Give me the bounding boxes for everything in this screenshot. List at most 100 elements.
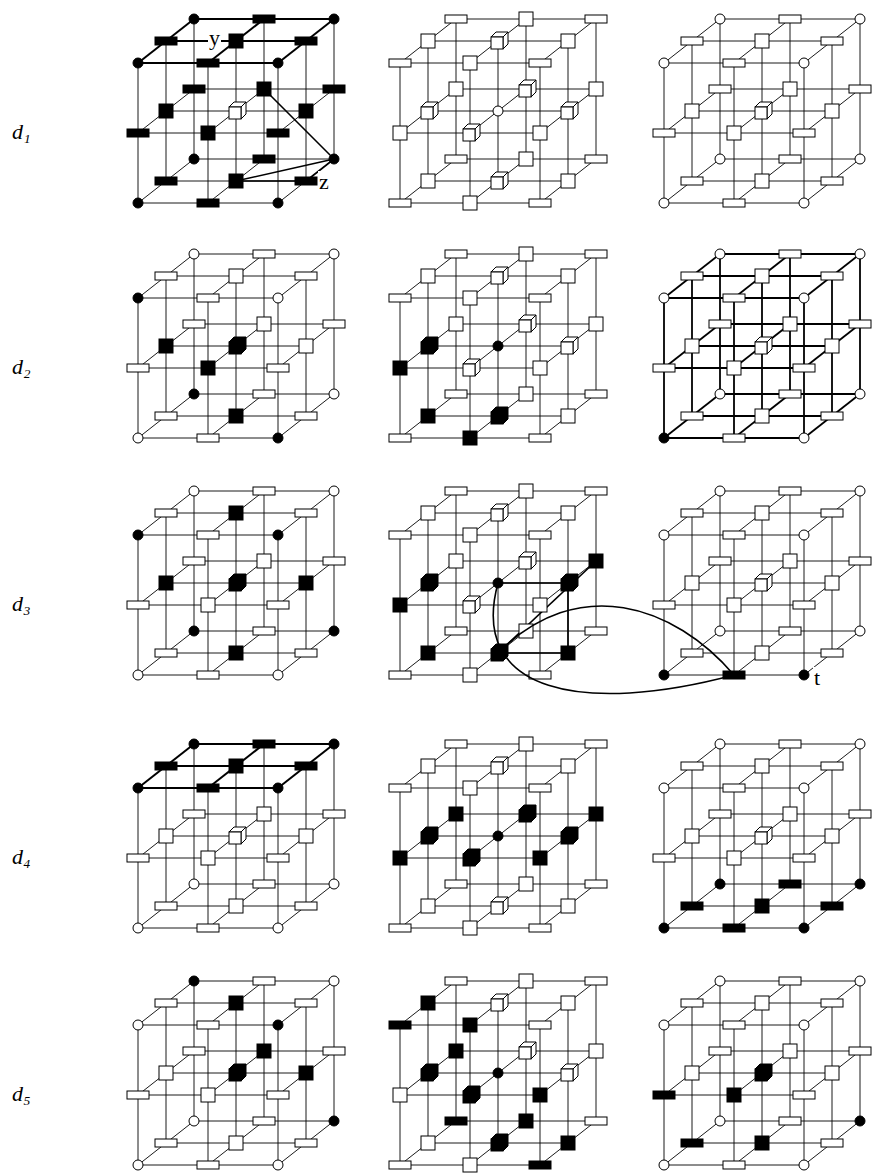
cube-cell-side bbox=[767, 102, 772, 119]
vertex-dot bbox=[855, 626, 865, 636]
cube-cell-side bbox=[475, 124, 480, 141]
cube-cell bbox=[561, 832, 573, 844]
edge-cell bbox=[821, 762, 843, 770]
edge-cell bbox=[709, 557, 731, 565]
edge-cell bbox=[445, 627, 467, 635]
lattice-line bbox=[804, 561, 860, 605]
cube-cell-side bbox=[503, 267, 508, 284]
edge-cell bbox=[295, 177, 317, 185]
lattice-line bbox=[540, 744, 596, 788]
lattice-line bbox=[804, 19, 860, 63]
lattice-line bbox=[734, 814, 790, 858]
face-cell bbox=[519, 974, 533, 988]
edge-cell bbox=[585, 155, 607, 163]
face-cell bbox=[755, 34, 769, 48]
face-cell bbox=[519, 877, 533, 891]
lattice-line bbox=[804, 89, 860, 133]
vertex-dot bbox=[715, 389, 725, 399]
edge-cell bbox=[779, 250, 801, 258]
edge-cell bbox=[197, 1021, 219, 1029]
edge-cell bbox=[389, 531, 411, 539]
face-cell bbox=[421, 1136, 435, 1150]
edge-cell bbox=[295, 649, 317, 657]
vertex-dot bbox=[189, 626, 199, 636]
point-label: z bbox=[318, 171, 330, 193]
edge-cell bbox=[155, 37, 177, 45]
edge-cell bbox=[445, 487, 467, 495]
edge-cell bbox=[197, 434, 219, 442]
face-cell bbox=[299, 339, 313, 353]
vertex-dot bbox=[189, 154, 199, 164]
edge-cell bbox=[849, 810, 871, 818]
face-cell bbox=[257, 807, 271, 821]
edge-cell bbox=[681, 509, 703, 517]
highlight-curve bbox=[493, 583, 734, 694]
vertex-dot bbox=[189, 14, 199, 24]
cube-cell bbox=[463, 854, 475, 866]
edge-cell bbox=[793, 601, 815, 609]
vertex-dot bbox=[189, 1116, 199, 1126]
edge-cell bbox=[389, 294, 411, 302]
edge-cell bbox=[389, 924, 411, 932]
face-cell bbox=[561, 506, 575, 520]
cube-cell-side bbox=[241, 827, 246, 844]
vertex-dot bbox=[799, 1020, 809, 1030]
edge-cell bbox=[295, 1139, 317, 1147]
edge-cell bbox=[389, 784, 411, 792]
edge-cell bbox=[585, 740, 607, 748]
edge-cell bbox=[723, 531, 745, 539]
edge-cell bbox=[445, 155, 467, 163]
edge-cell bbox=[709, 810, 731, 818]
edge-cell bbox=[779, 880, 801, 888]
face-cell bbox=[421, 409, 435, 423]
edge-cell bbox=[529, 294, 551, 302]
row-label: d₅ bbox=[12, 1083, 31, 1105]
cube-cell-side bbox=[503, 897, 508, 914]
edge-cell bbox=[585, 15, 607, 23]
cube-cell-side bbox=[475, 359, 480, 376]
vertex-dot bbox=[715, 739, 725, 749]
cube-cell-side bbox=[573, 1064, 578, 1081]
cube-cell bbox=[561, 1069, 573, 1081]
face-cell bbox=[449, 1044, 463, 1058]
edge-cell bbox=[849, 557, 871, 565]
edge-cell bbox=[183, 557, 205, 565]
face-cell bbox=[783, 554, 797, 568]
edge-cell bbox=[155, 412, 177, 420]
face-cell bbox=[755, 409, 769, 423]
lattice-line bbox=[540, 814, 596, 858]
face-cell bbox=[421, 899, 435, 913]
vertex-dot bbox=[273, 433, 283, 443]
vertex-dot bbox=[715, 879, 725, 889]
face-cell bbox=[257, 1044, 271, 1058]
cube-cell-side bbox=[241, 1064, 246, 1081]
lattice-line bbox=[278, 981, 334, 1025]
face-cell bbox=[463, 781, 477, 795]
face-cell bbox=[533, 598, 547, 612]
edge-cell bbox=[821, 902, 843, 910]
face-cell bbox=[561, 34, 575, 48]
vertex-dot bbox=[133, 433, 143, 443]
edge-cell bbox=[529, 1021, 551, 1029]
lattice-line bbox=[804, 814, 860, 858]
cube-cell-side bbox=[573, 337, 578, 354]
cube-cell bbox=[491, 1139, 503, 1151]
cube-cell-side bbox=[503, 32, 508, 49]
vertex-dot bbox=[273, 783, 283, 793]
edge-cell bbox=[585, 487, 607, 495]
face-cell bbox=[463, 291, 477, 305]
face-cell bbox=[463, 431, 477, 445]
lattice-line bbox=[278, 324, 334, 368]
face-cell bbox=[783, 317, 797, 331]
vertex-dot bbox=[799, 433, 809, 443]
vertex-dot bbox=[273, 1020, 283, 1030]
edge-cell bbox=[821, 649, 843, 657]
face-cell bbox=[727, 851, 741, 865]
face-cell bbox=[229, 646, 243, 660]
vertex-dot bbox=[329, 14, 339, 24]
edge-cell bbox=[267, 854, 289, 862]
edge-cell bbox=[529, 784, 551, 792]
face-cell bbox=[519, 737, 533, 751]
edge-cell bbox=[529, 531, 551, 539]
